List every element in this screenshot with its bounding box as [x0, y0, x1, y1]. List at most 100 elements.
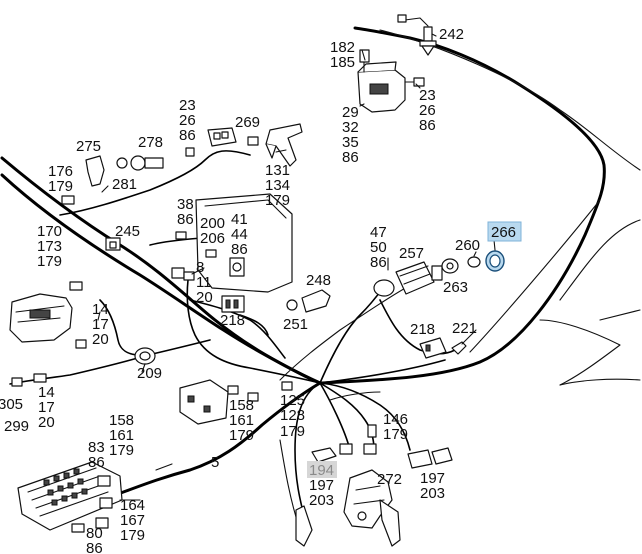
label-38[interactable]: 38	[177, 196, 194, 213]
label-146[interactable]: 146	[383, 411, 408, 428]
part-266-ring[interactable]	[485, 250, 505, 272]
label-299[interactable]: 299	[4, 418, 29, 435]
part-269-connector[interactable]	[207, 127, 259, 147]
label-206[interactable]: 206	[200, 230, 225, 247]
part-218-relay-left[interactable]	[221, 295, 245, 313]
label-47[interactable]: 47	[370, 224, 387, 241]
part-158-control-module[interactable]	[179, 379, 239, 425]
part-131-bracket[interactable]	[265, 123, 303, 167]
label-266[interactable]: 266	[491, 224, 516, 241]
label-35[interactable]: 35	[342, 134, 359, 151]
label-221[interactable]: 221	[452, 320, 477, 337]
part-257-ignition-switch[interactable]	[373, 261, 443, 297]
part-83-fuse-box[interactable]	[17, 461, 123, 533]
label-269[interactable]: 269	[235, 114, 260, 131]
label-11[interactable]: 11	[196, 274, 212, 291]
label-260[interactable]: 260	[455, 237, 480, 254]
label-185[interactable]: 185	[330, 54, 355, 71]
label-179[interactable]: 179	[48, 178, 73, 195]
label-209[interactable]: 209	[137, 365, 162, 382]
label-32[interactable]: 32	[342, 119, 359, 136]
label-164[interactable]: 164	[120, 497, 145, 514]
label-26[interactable]: 26	[179, 112, 196, 129]
label-197[interactable]: 197	[309, 477, 334, 494]
label-41[interactable]: 41	[231, 211, 248, 228]
label-179[interactable]: 179	[37, 253, 62, 270]
label-179[interactable]: 179	[383, 426, 408, 443]
part-275-clip[interactable]	[85, 155, 105, 187]
label-86[interactable]: 86	[86, 540, 103, 554]
label-179[interactable]: 179	[265, 192, 290, 209]
part-8-connector[interactable]	[171, 267, 195, 281]
label-194[interactable]: 194	[309, 462, 334, 479]
label-161[interactable]: 161	[229, 412, 254, 429]
label-179[interactable]: 179	[280, 423, 305, 440]
label-86[interactable]: 86	[179, 127, 196, 144]
part-272-column-switch[interactable]	[343, 469, 401, 547]
label-281[interactable]: 281	[112, 176, 137, 193]
label-17[interactable]: 17	[38, 399, 55, 416]
part-14-connector[interactable]	[11, 373, 47, 387]
part-245-connector[interactable]	[61, 195, 121, 291]
label-158[interactable]: 158	[109, 412, 134, 429]
label-242[interactable]: 242	[439, 26, 464, 43]
part-248-bolt[interactable]	[286, 289, 331, 313]
label-128[interactable]: 128	[280, 407, 305, 424]
part-263-lock[interactable]	[441, 256, 481, 274]
label-20[interactable]: 20	[196, 289, 213, 306]
label-125[interactable]: 125	[280, 392, 305, 409]
label-14[interactable]: 14	[38, 384, 55, 401]
label-263[interactable]: 263	[443, 279, 468, 296]
label-14[interactable]: 14	[92, 301, 109, 318]
label-179[interactable]: 179	[109, 442, 134, 459]
label-5[interactable]: 5	[211, 454, 219, 471]
label-170[interactable]: 170	[37, 223, 62, 240]
label-80[interactable]: 80	[86, 525, 103, 542]
part-146-connector[interactable]	[363, 424, 377, 455]
label-182[interactable]: 182	[330, 39, 355, 56]
label-86[interactable]: 86	[419, 117, 436, 134]
label-8[interactable]: 8	[196, 259, 204, 276]
label-17[interactable]: 17	[92, 316, 109, 333]
part-194-switch[interactable]	[311, 443, 353, 463]
label-197[interactable]: 197	[420, 470, 445, 487]
label-203[interactable]: 203	[420, 485, 445, 502]
label-179[interactable]: 179	[229, 427, 254, 444]
label-26[interactable]: 26	[419, 102, 436, 119]
label-179[interactable]: 179	[120, 527, 145, 544]
label-86[interactable]: 86	[88, 454, 105, 471]
label-86[interactable]: 86	[370, 254, 387, 271]
label-218[interactable]: 218	[220, 312, 245, 329]
label-86[interactable]: 86	[231, 241, 248, 258]
label-44[interactable]: 44	[231, 226, 248, 243]
label-50[interactable]: 50	[370, 239, 387, 256]
label-83[interactable]: 83	[88, 439, 105, 456]
label-245[interactable]: 245	[115, 223, 140, 240]
label-257[interactable]: 257	[399, 245, 424, 262]
label-167[interactable]: 167	[120, 512, 145, 529]
label-173[interactable]: 173	[37, 238, 62, 255]
label-158[interactable]: 158	[229, 397, 254, 414]
part-218-relay-right[interactable]	[419, 337, 467, 359]
part-197-connector[interactable]	[407, 447, 453, 469]
label-200[interactable]: 200	[200, 215, 225, 232]
part-278-bolt[interactable]	[116, 147, 195, 171]
label-305[interactable]: 305	[0, 396, 23, 413]
part-242-bolt[interactable]	[397, 14, 437, 56]
label-161[interactable]: 161	[109, 427, 134, 444]
label-23[interactable]: 23	[419, 87, 436, 104]
label-134[interactable]: 134	[265, 177, 290, 194]
label-275[interactable]: 275	[76, 138, 101, 155]
label-86[interactable]: 86	[342, 149, 359, 166]
label-203[interactable]: 203	[309, 492, 334, 509]
label-272[interactable]: 272	[377, 471, 402, 488]
label-131[interactable]: 131	[265, 162, 290, 179]
label-23[interactable]: 23	[179, 97, 196, 114]
label-248[interactable]: 248	[306, 272, 331, 289]
label-29[interactable]: 29	[342, 104, 359, 121]
label-218[interactable]: 218	[410, 321, 435, 338]
part-209-grommet[interactable]	[75, 339, 156, 365]
label-251[interactable]: 251	[283, 316, 308, 333]
label-20[interactable]: 20	[92, 331, 109, 348]
label-278[interactable]: 278	[138, 134, 163, 151]
